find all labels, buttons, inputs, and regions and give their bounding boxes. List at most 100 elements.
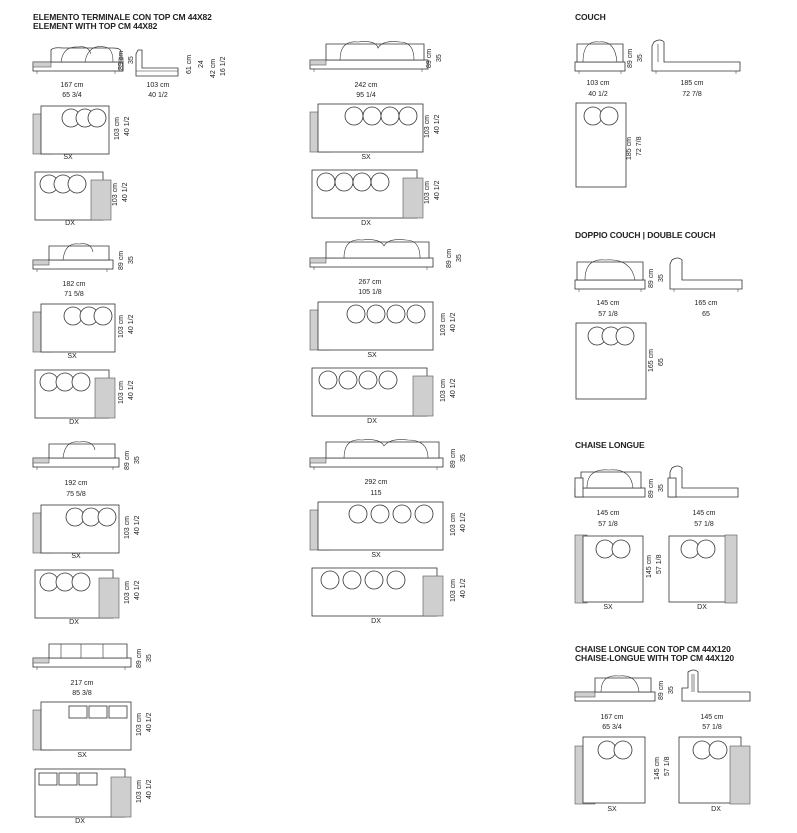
c2g3-dx-depth-cm: 103 cm (450, 579, 457, 602)
g3-sx-label: SX (71, 553, 81, 560)
c2g1-sx-label: SX (361, 154, 371, 161)
double-couch-front (574, 259, 646, 292)
couch-plan (575, 102, 627, 188)
g1-sx-depth-in: 40 1/2 (124, 116, 131, 136)
c2g1-width-cm: 242 cm (354, 82, 378, 89)
couch-length-in: 72 7/8 (682, 91, 702, 98)
chaise-top-height-cm: 89 cm (658, 680, 665, 700)
c2g1-width-in: 95 1/4 (356, 92, 376, 99)
g1-side-height1-in: 24 (198, 60, 205, 68)
chaise-top-plan-sx (574, 736, 646, 805)
c2g2-width-in: 105 1/8 (358, 289, 382, 296)
g1-sx-depth-cm: 103 cm (114, 117, 121, 140)
g4-sx-label: SX (77, 752, 87, 759)
sofa-front-167 (32, 46, 124, 74)
double-length-in: 65 (702, 311, 710, 318)
g1-height-in: 35 (128, 56, 135, 64)
g3-dx-depth-cm: 103 cm (124, 581, 131, 604)
double-plan-length-cm: 165 cm (648, 349, 655, 372)
chaise-side (667, 465, 739, 498)
chaise-top-length-in: 57 1/8 (702, 724, 722, 731)
g3-height-cm: 89 cm (124, 450, 131, 470)
c2g1-dx-depth-in: 40 1/2 (434, 180, 441, 200)
g2-dx-depth-in: 40 1/2 (128, 380, 135, 400)
g1-sx-label: SX (63, 154, 73, 161)
g1-dx-label: DX (65, 220, 75, 227)
sofa-plan-242-sx (309, 103, 424, 153)
c2g3-width-in: 115 (370, 490, 382, 497)
c2g3-height-in: 35 (460, 454, 467, 462)
g3-dx-depth-in: 40 1/2 (134, 580, 141, 600)
heading-couch: COUCH (575, 12, 606, 22)
g1-side-depth-cm: 103 cm (146, 82, 170, 89)
c2g3-dx-label: DX (371, 618, 381, 625)
sofa-plan-182-dx (34, 369, 116, 419)
sofa-front-192 (32, 441, 120, 470)
couch-height-in: 35 (637, 54, 644, 62)
double-couch-plan (575, 322, 647, 400)
sofa-front-182 (32, 243, 114, 272)
g1-side-height2-cm: 42 cm (210, 58, 217, 78)
sofa-front-217 (32, 643, 132, 670)
chaise-front (574, 469, 646, 498)
g1-side-height1-cm: 61 cm (186, 54, 193, 74)
g1-width-in: 65 3/4 (62, 92, 82, 99)
sofa-plan-267-dx (311, 367, 434, 417)
c2g2-dx-depth-cm: 103 cm (440, 379, 447, 402)
g1-dx-depth-in: 40 1/2 (122, 182, 129, 202)
chaise-top-width-cm: 167 cm (600, 714, 624, 721)
g4-sx-depth-cm: 103 cm (136, 713, 143, 736)
chaise-top-width-in: 65 3/4 (602, 724, 622, 731)
double-plan-length-in: 65 (658, 358, 665, 366)
g2-dx-depth-cm: 103 cm (118, 381, 125, 404)
c2g2-height-cm: 89 cm (446, 248, 453, 268)
g3-width-cm: 192 cm (64, 480, 88, 487)
c2g3-dx-depth-in: 40 1/2 (460, 578, 467, 598)
heading-element-with-top-it: ELEMENTO TERMINALE CON TOP CM 44X82 (33, 12, 212, 22)
chaise-length-cm: 145 cm (692, 510, 716, 517)
sofa-plan-167-dx (34, 171, 112, 221)
heading-chaise-longue: CHAISE LONGUE (575, 440, 645, 450)
couch-width-cm: 103 cm (586, 80, 610, 87)
sofa-plan-267-sx (309, 301, 434, 351)
g3-dx-label: DX (69, 619, 79, 626)
chaise-length-in: 57 1/8 (694, 521, 714, 528)
chaise-height-in: 35 (658, 484, 665, 492)
chaise-top-sx-label: SX (607, 806, 617, 813)
g4-width-cm: 217 cm (70, 680, 94, 687)
sofa-plan-217-sx (32, 701, 132, 751)
chaise-plan-length-cm: 145 cm (646, 555, 653, 578)
chaise-dx-label: DX (697, 604, 707, 611)
sofa-plan-182-sx (32, 303, 116, 353)
c2g3-width-cm: 292 cm (364, 479, 388, 486)
g3-sx-depth-in: 40 1/2 (134, 515, 141, 535)
g2-height-cm: 89 cm (118, 250, 125, 270)
chaise-top-plan-dx (678, 736, 751, 805)
g1-side-depth-in: 40 1/2 (148, 92, 168, 99)
c2g2-width-cm: 267 cm (358, 279, 382, 286)
c2g3-sx-depth-in: 40 1/2 (460, 512, 467, 532)
chaise-plan-dx (668, 534, 738, 604)
heading-double-couch: DOPPIO COUCH | DOUBLE COUCH (575, 230, 716, 240)
g4-height-cm: 89 cm (136, 648, 143, 668)
g4-dx-depth-cm: 103 cm (136, 780, 143, 803)
chaise-height-cm: 89 cm (648, 478, 655, 498)
heading-chaise-top-en: CHAISE-LONGUE WITH TOP CM 44X120 (575, 653, 734, 663)
g2-sx-depth-in: 40 1/2 (128, 314, 135, 334)
g1-dx-depth-cm: 103 cm (112, 183, 119, 206)
c2g1-height-cm: 89 cm (426, 48, 433, 68)
chaise-width-cm: 145 cm (596, 510, 620, 517)
g2-width-in: 71 5/8 (64, 291, 84, 298)
c2g2-dx-depth-in: 40 1/2 (450, 378, 457, 398)
sofa-side-view (135, 49, 179, 77)
c2g2-dx-label: DX (367, 418, 377, 425)
chaise-top-length-cm: 145 cm (700, 714, 724, 721)
chaise-top-plan-length-in: 57 1/8 (664, 756, 671, 776)
sofa-plan-167-sx (32, 105, 110, 155)
chaise-width-in: 57 1/8 (598, 521, 618, 528)
double-height-in: 35 (658, 274, 665, 282)
c2g2-sx-depth-in: 40 1/2 (450, 312, 457, 332)
g3-width-in: 75 5/8 (66, 491, 86, 498)
sofa-plan-192-dx (34, 569, 120, 619)
couch-width-in: 40 1/2 (588, 91, 608, 98)
